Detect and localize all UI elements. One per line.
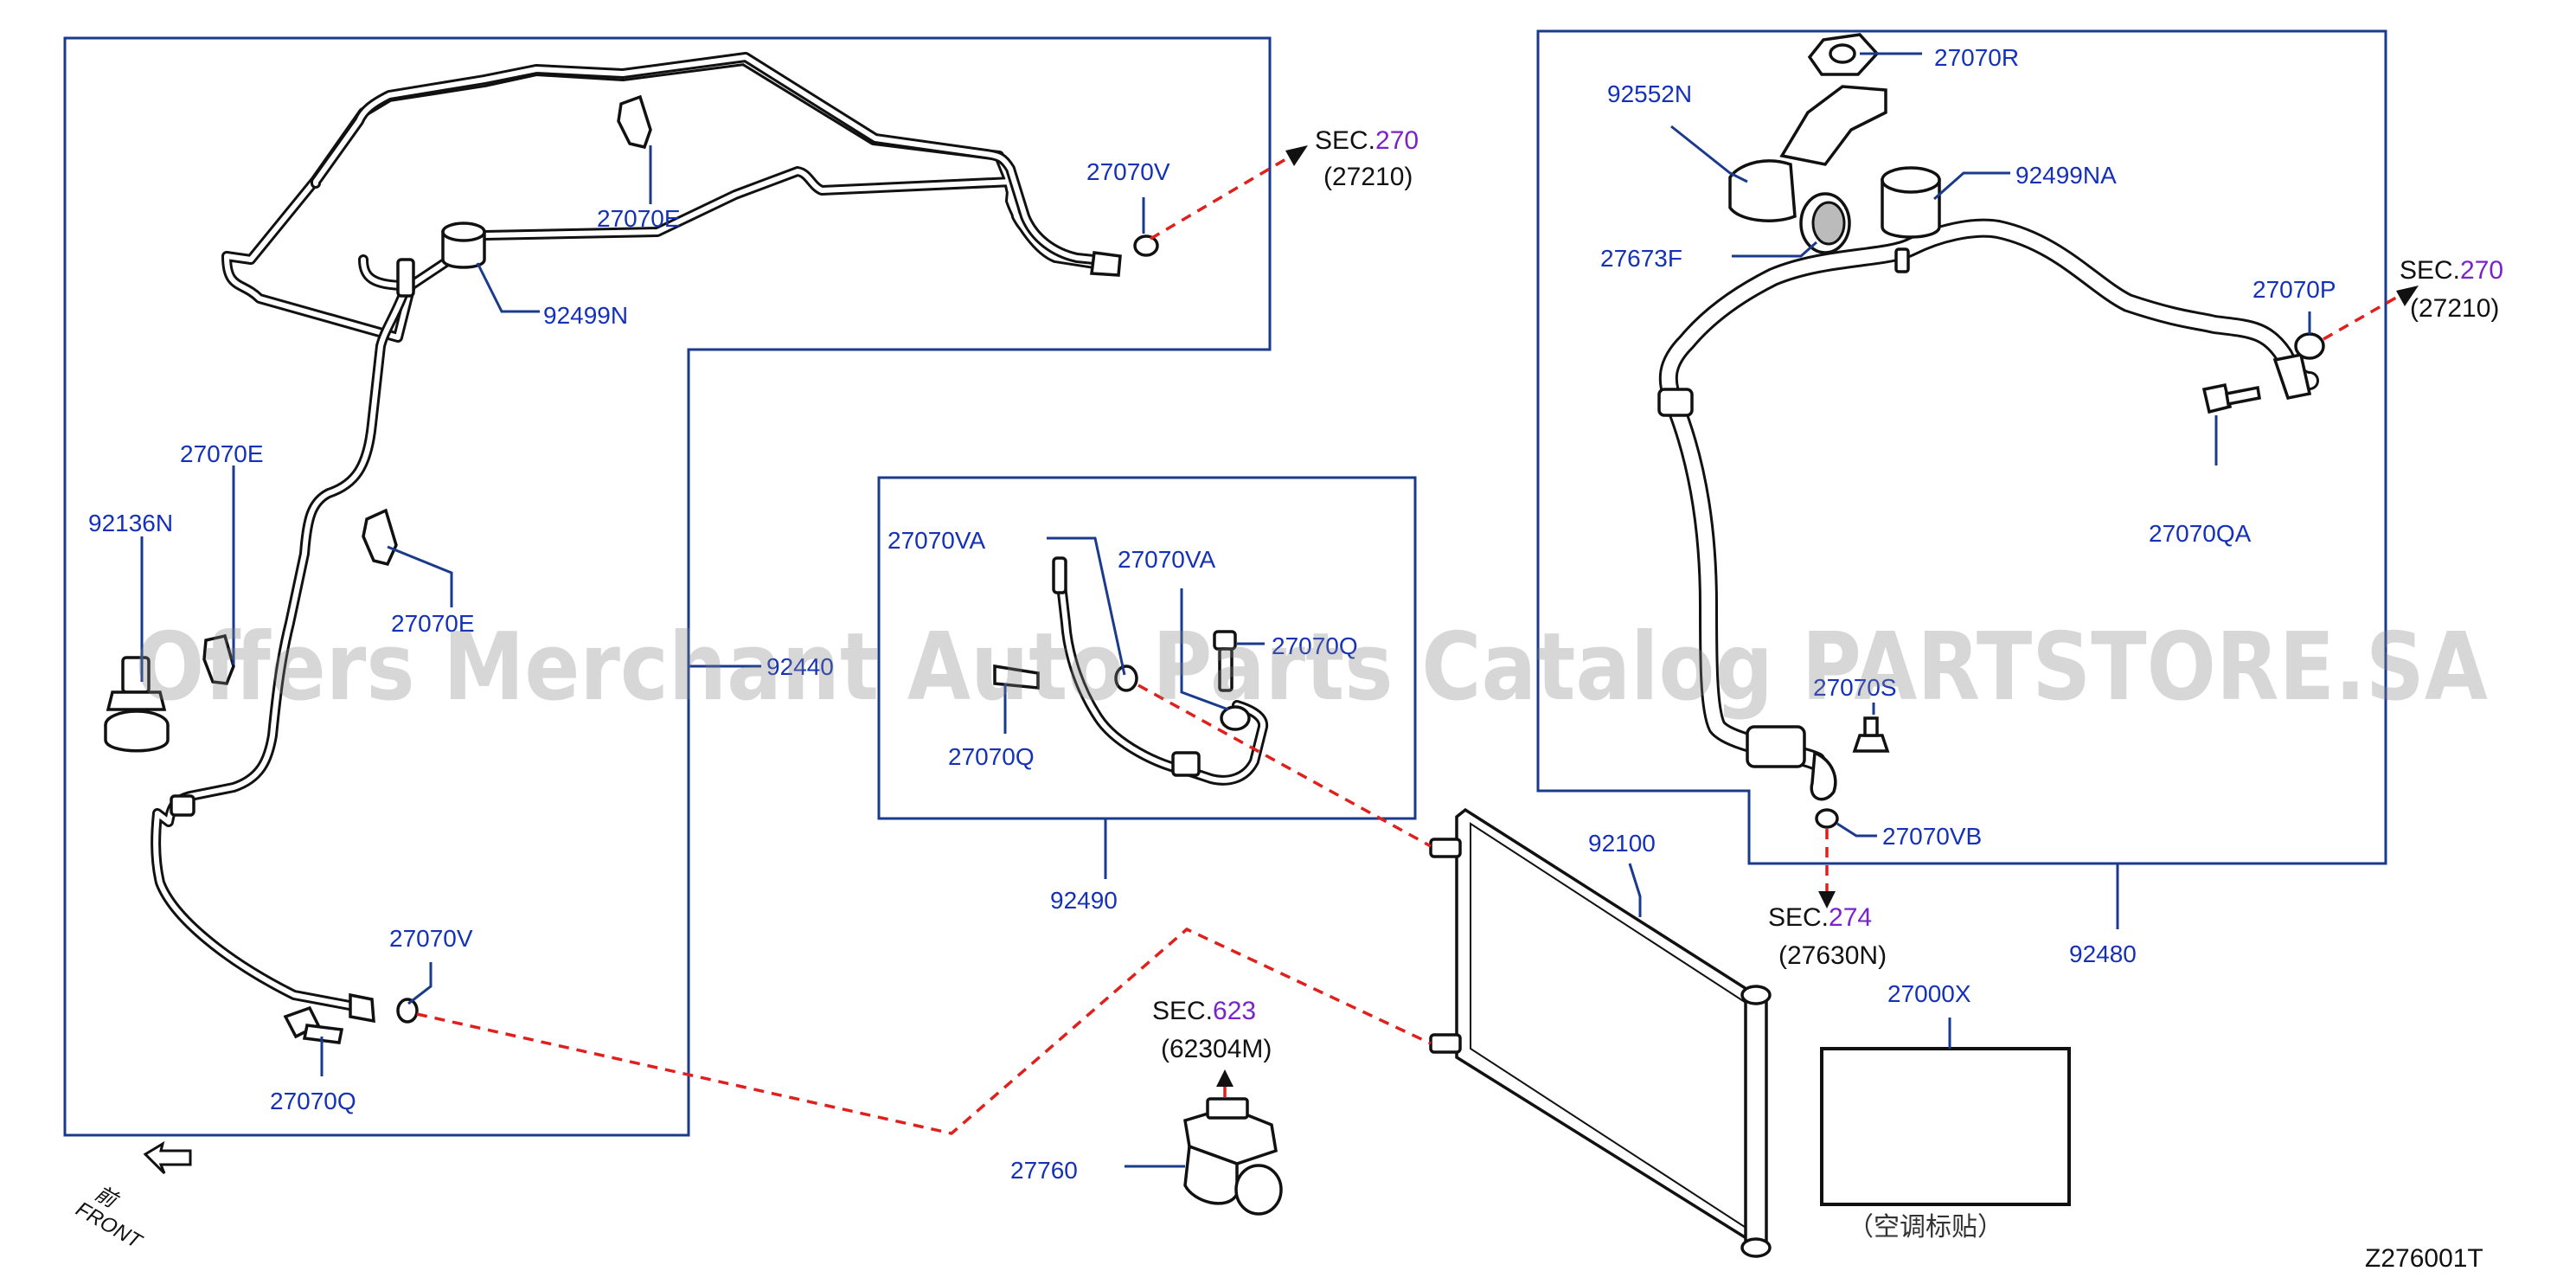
o-ring-27070V-top [1133, 234, 1159, 257]
label-92490: 92490 [1050, 887, 1118, 914]
label-27070VA-b: 27070VA [1118, 546, 1215, 573]
section-ref-274[interactable]: SEC.274 (27630N) [1768, 903, 1887, 970]
pipe-92490-fitting-bottom [1171, 751, 1201, 777]
o-ring-27070P [2294, 332, 2325, 360]
hose-92480-bottom-fitting [1810, 750, 1837, 801]
pressure-sensor-92136N [104, 656, 170, 753]
bolt-27070Q-bottom [283, 1005, 344, 1044]
leader-lines [140, 52, 2311, 1168]
label-92440: 92440 [766, 653, 834, 680]
svg-text:SEC.270: SEC.270 [2400, 256, 2503, 285]
o-ring-27070VA-b [1220, 705, 1251, 731]
label-92499NA: 92499NA [2015, 162, 2117, 189]
label-27673F: 27673F [1600, 245, 1682, 272]
label-27070E-top: 27070E [597, 205, 681, 232]
section-ref-270-top[interactable]: SEC.270 (27210) [1315, 126, 1419, 191]
front-arrow-icon [143, 1140, 192, 1175]
svg-text:(27630N): (27630N) [1778, 941, 1887, 970]
pipe-92490-fitting-top [1052, 556, 1067, 594]
section-ref-623[interactable]: SEC.623 (62304M) [1152, 997, 1272, 1063]
svg-text:(62304M): (62304M) [1161, 1035, 1272, 1063]
hose-92480-end-fitting [2272, 352, 2312, 401]
svg-text:SEC.274: SEC.274 [1768, 903, 1872, 932]
hose-92480 [1658, 218, 2319, 771]
diagram-code: Z276001T [2365, 1244, 2483, 1273]
arrow-sec274 [1818, 891, 1836, 908]
dashed-line-92440-to-condenser [416, 927, 1432, 1135]
label-sticker-caption: （空调标贴） [1848, 1212, 2003, 1242]
o-ring-27070VB [1815, 808, 1839, 829]
nut-27070S [1852, 716, 1890, 753]
clip-27070E-mid [362, 508, 398, 567]
label-92100: 92100 [1588, 830, 1656, 857]
hose-valve [1894, 247, 1910, 273]
svg-text:SEC.623: SEC.623 [1152, 997, 1256, 1025]
frame-92480 [1536, 29, 2387, 865]
dashed-line-sec270-right [2323, 289, 2409, 341]
svg-text:SEC.270: SEC.270 [1315, 126, 1419, 155]
nut-27070R [1807, 33, 1880, 76]
label-92552N: 92552N [1607, 80, 1692, 107]
arrow-sec270-top [1285, 145, 1308, 166]
front-indicator: 前 FRONT [72, 1140, 192, 1255]
bolt-27070Q-left [993, 664, 1040, 690]
pipe-valve-top [396, 258, 415, 298]
dashed-line-sec270-top [1150, 151, 1298, 241]
svg-text:(27210): (27210) [1323, 163, 1413, 191]
frame-92440 [63, 36, 1272, 1137]
label-27070Q-mid: 27070Q [1272, 632, 1358, 659]
label-27070E-left: 27070E [180, 440, 264, 467]
frame-92490 [877, 476, 1417, 820]
svg-text:(27210): (27210) [2410, 294, 2499, 323]
insulator-92499N [441, 221, 486, 269]
pipe-92440-lower [151, 254, 412, 1013]
bracket-92552N [1728, 85, 1887, 222]
label-27070V-top: 27070V [1086, 158, 1170, 185]
pipe-bend-fitting [170, 794, 195, 817]
pipe-92440-main [311, 52, 1117, 266]
o-ring-27070VA-a [1114, 664, 1138, 692]
label-27070VA-a: 27070VA [888, 527, 985, 554]
clip-27070E-left [202, 633, 235, 685]
insulator-92499NA [1881, 166, 1941, 239]
label-27070Q-bottom: 27070Q [270, 1088, 356, 1114]
hose-92480-sleeve [1657, 388, 1694, 417]
pipe-92490 [1054, 557, 1268, 786]
label-27000X: 27000X [1887, 980, 1971, 1007]
pipe-end-fitting-top [1090, 251, 1122, 277]
label-27070P: 27070P [2252, 276, 2336, 303]
condenser-92100 [1429, 807, 1772, 1258]
label-27070QA: 27070QA [2149, 520, 2252, 547]
label-sticker-27000X [1820, 1047, 2071, 1206]
arrow-sec270-right [2396, 286, 2419, 306]
watermark-text: Offers Merchant Auto Parts Catalog PARTS… [135, 613, 2488, 722]
label-92136N: 92136N [88, 510, 173, 536]
bolt-27070QA [2201, 382, 2262, 414]
dashed-line-92490-to-condenser [1137, 684, 1432, 848]
o-ring-27070V-bottom [396, 998, 419, 1024]
label-27070R: 27070R [1934, 44, 2019, 71]
sensor-27760 [1183, 1097, 1283, 1216]
label-27070V-bottom: 27070V [389, 925, 473, 952]
pipe-end-fitting-bottom [349, 992, 375, 1024]
label-27760: 27760 [1010, 1157, 1078, 1184]
label-27070E-mid: 27070E [391, 610, 475, 637]
clip-27070E-top [617, 94, 652, 150]
grommet-27673F [1799, 192, 1851, 254]
label-92499N: 92499N [543, 302, 628, 329]
label-27070S: 27070S [1813, 674, 1897, 701]
section-ref-270-right[interactable]: SEC.270 (27210) [2400, 256, 2503, 323]
arrow-sec623 [1216, 1069, 1234, 1087]
bolt-27070Q-mid [1213, 630, 1237, 692]
pipe-92440 [221, 55, 1112, 343]
hose-92480-crimp [1746, 725, 1806, 768]
label-92480: 92480 [2069, 941, 2137, 967]
label-27070Q-left: 27070Q [948, 743, 1035, 770]
label-27070VB: 27070VB [1882, 823, 1982, 850]
